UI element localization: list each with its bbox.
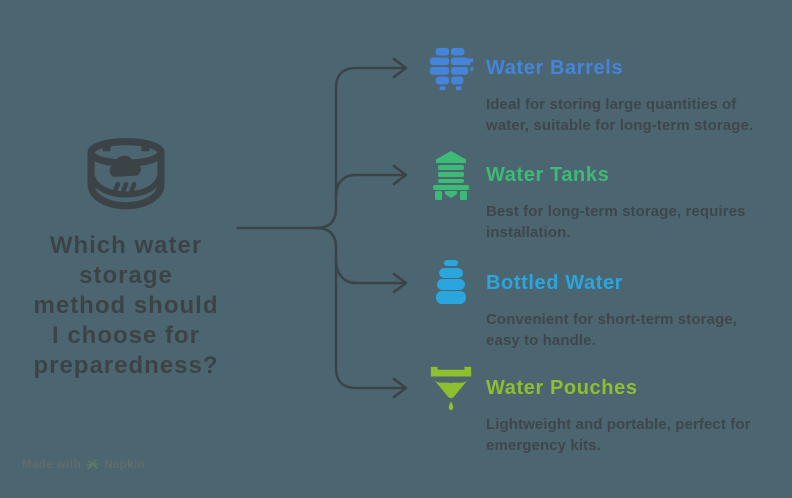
water-bottle-icon — [427, 259, 475, 307]
rain-barrel-icon — [82, 138, 170, 219]
item-title: Water Tanks — [486, 163, 610, 186]
question-line: preparedness? — [33, 352, 219, 379]
connector-branch-3 — [334, 258, 406, 285]
item-description: Lightweight and portable, perfect for em… — [486, 416, 751, 454]
question-line: I choose for — [51, 322, 201, 349]
arrowhead-3 — [392, 272, 408, 294]
watermark: Made with Napkin — [22, 458, 145, 471]
item-title: Water Barrels — [486, 56, 624, 79]
connector-branch-4 — [314, 226, 406, 390]
item-title: Water Pouches — [486, 376, 638, 399]
water-tank-icon — [427, 151, 475, 200]
branch-item-water-barrels: Water Barrels Ideal for storing large qu… — [427, 44, 757, 136]
question-line: storage — [79, 262, 173, 289]
arrowhead-2 — [392, 164, 408, 186]
connector-branch-2 — [334, 173, 406, 198]
item-description: Best for long-term storage, requires ins… — [486, 203, 746, 241]
napkin-logo-icon — [86, 458, 99, 471]
water-pouch-icon — [427, 364, 475, 412]
watermark-brand: Napkin — [104, 458, 145, 471]
branch-item-water-tanks: Water Tanks Best for long-term storage, … — [427, 151, 757, 243]
watermark-prefix: Made with — [22, 458, 82, 471]
question-text: Which water storage method should I choo… — [16, 231, 236, 381]
branch-item-water-pouches: Water Pouches Lightweight and portable, … — [427, 364, 757, 456]
connector-branch-1 — [314, 66, 406, 230]
arrowhead-1 — [392, 57, 408, 79]
item-title: Bottled Water — [486, 271, 624, 294]
question-line: method should — [33, 292, 219, 319]
item-description: Convenient for short-term storage, easy … — [486, 311, 737, 349]
item-description: Ideal for storing large quantities of wa… — [486, 96, 754, 134]
question-node: Which water storage method should I choo… — [16, 138, 236, 381]
arrowhead-4 — [392, 377, 408, 399]
question-line: Which water — [49, 232, 203, 259]
water-barrel-icon — [427, 44, 475, 92]
branch-item-bottled-water: Bottled Water Convenient for short-term … — [427, 259, 757, 351]
